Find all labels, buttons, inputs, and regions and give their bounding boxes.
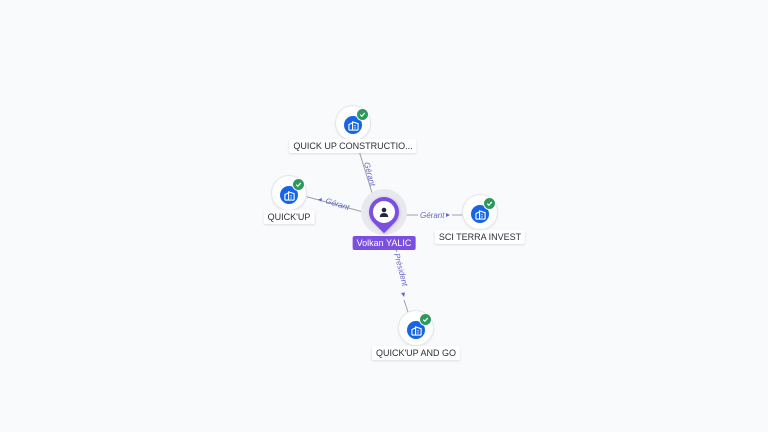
building-icon: [471, 205, 489, 223]
verified-check-icon: [483, 197, 496, 210]
edge-label-quickup: Gérant: [324, 196, 351, 212]
edge-label-quickup-construction: Gérant: [362, 161, 377, 188]
building-icon: [280, 186, 298, 204]
edge-label-sci-terra-invest: Gérant: [420, 211, 445, 220]
company-label[interactable]: SCI TERRA INVEST: [434, 230, 526, 244]
arrow-quickup-and-go: [401, 292, 405, 297]
company-label[interactable]: QUICK'UP AND GO: [371, 346, 461, 360]
building-icon: [344, 116, 362, 134]
building-icon: [407, 321, 425, 339]
edge-label-quickup-and-go: Président: [392, 252, 410, 288]
person-label[interactable]: Volkan YALIC: [352, 236, 416, 250]
person-icon: [373, 201, 395, 223]
verified-check-icon: [292, 178, 305, 191]
verified-check-icon: [419, 313, 432, 326]
arrow-sci-terra-invest: [446, 213, 450, 217]
company-label[interactable]: QUICK'UP: [263, 210, 315, 224]
edge-sci-terra-invest: Gérant: [401, 211, 464, 220]
arrow-quickup: [318, 198, 322, 202]
company-label[interactable]: QUICK UP CONSTRUCTIO...: [289, 139, 417, 153]
verified-check-icon: [356, 108, 369, 121]
